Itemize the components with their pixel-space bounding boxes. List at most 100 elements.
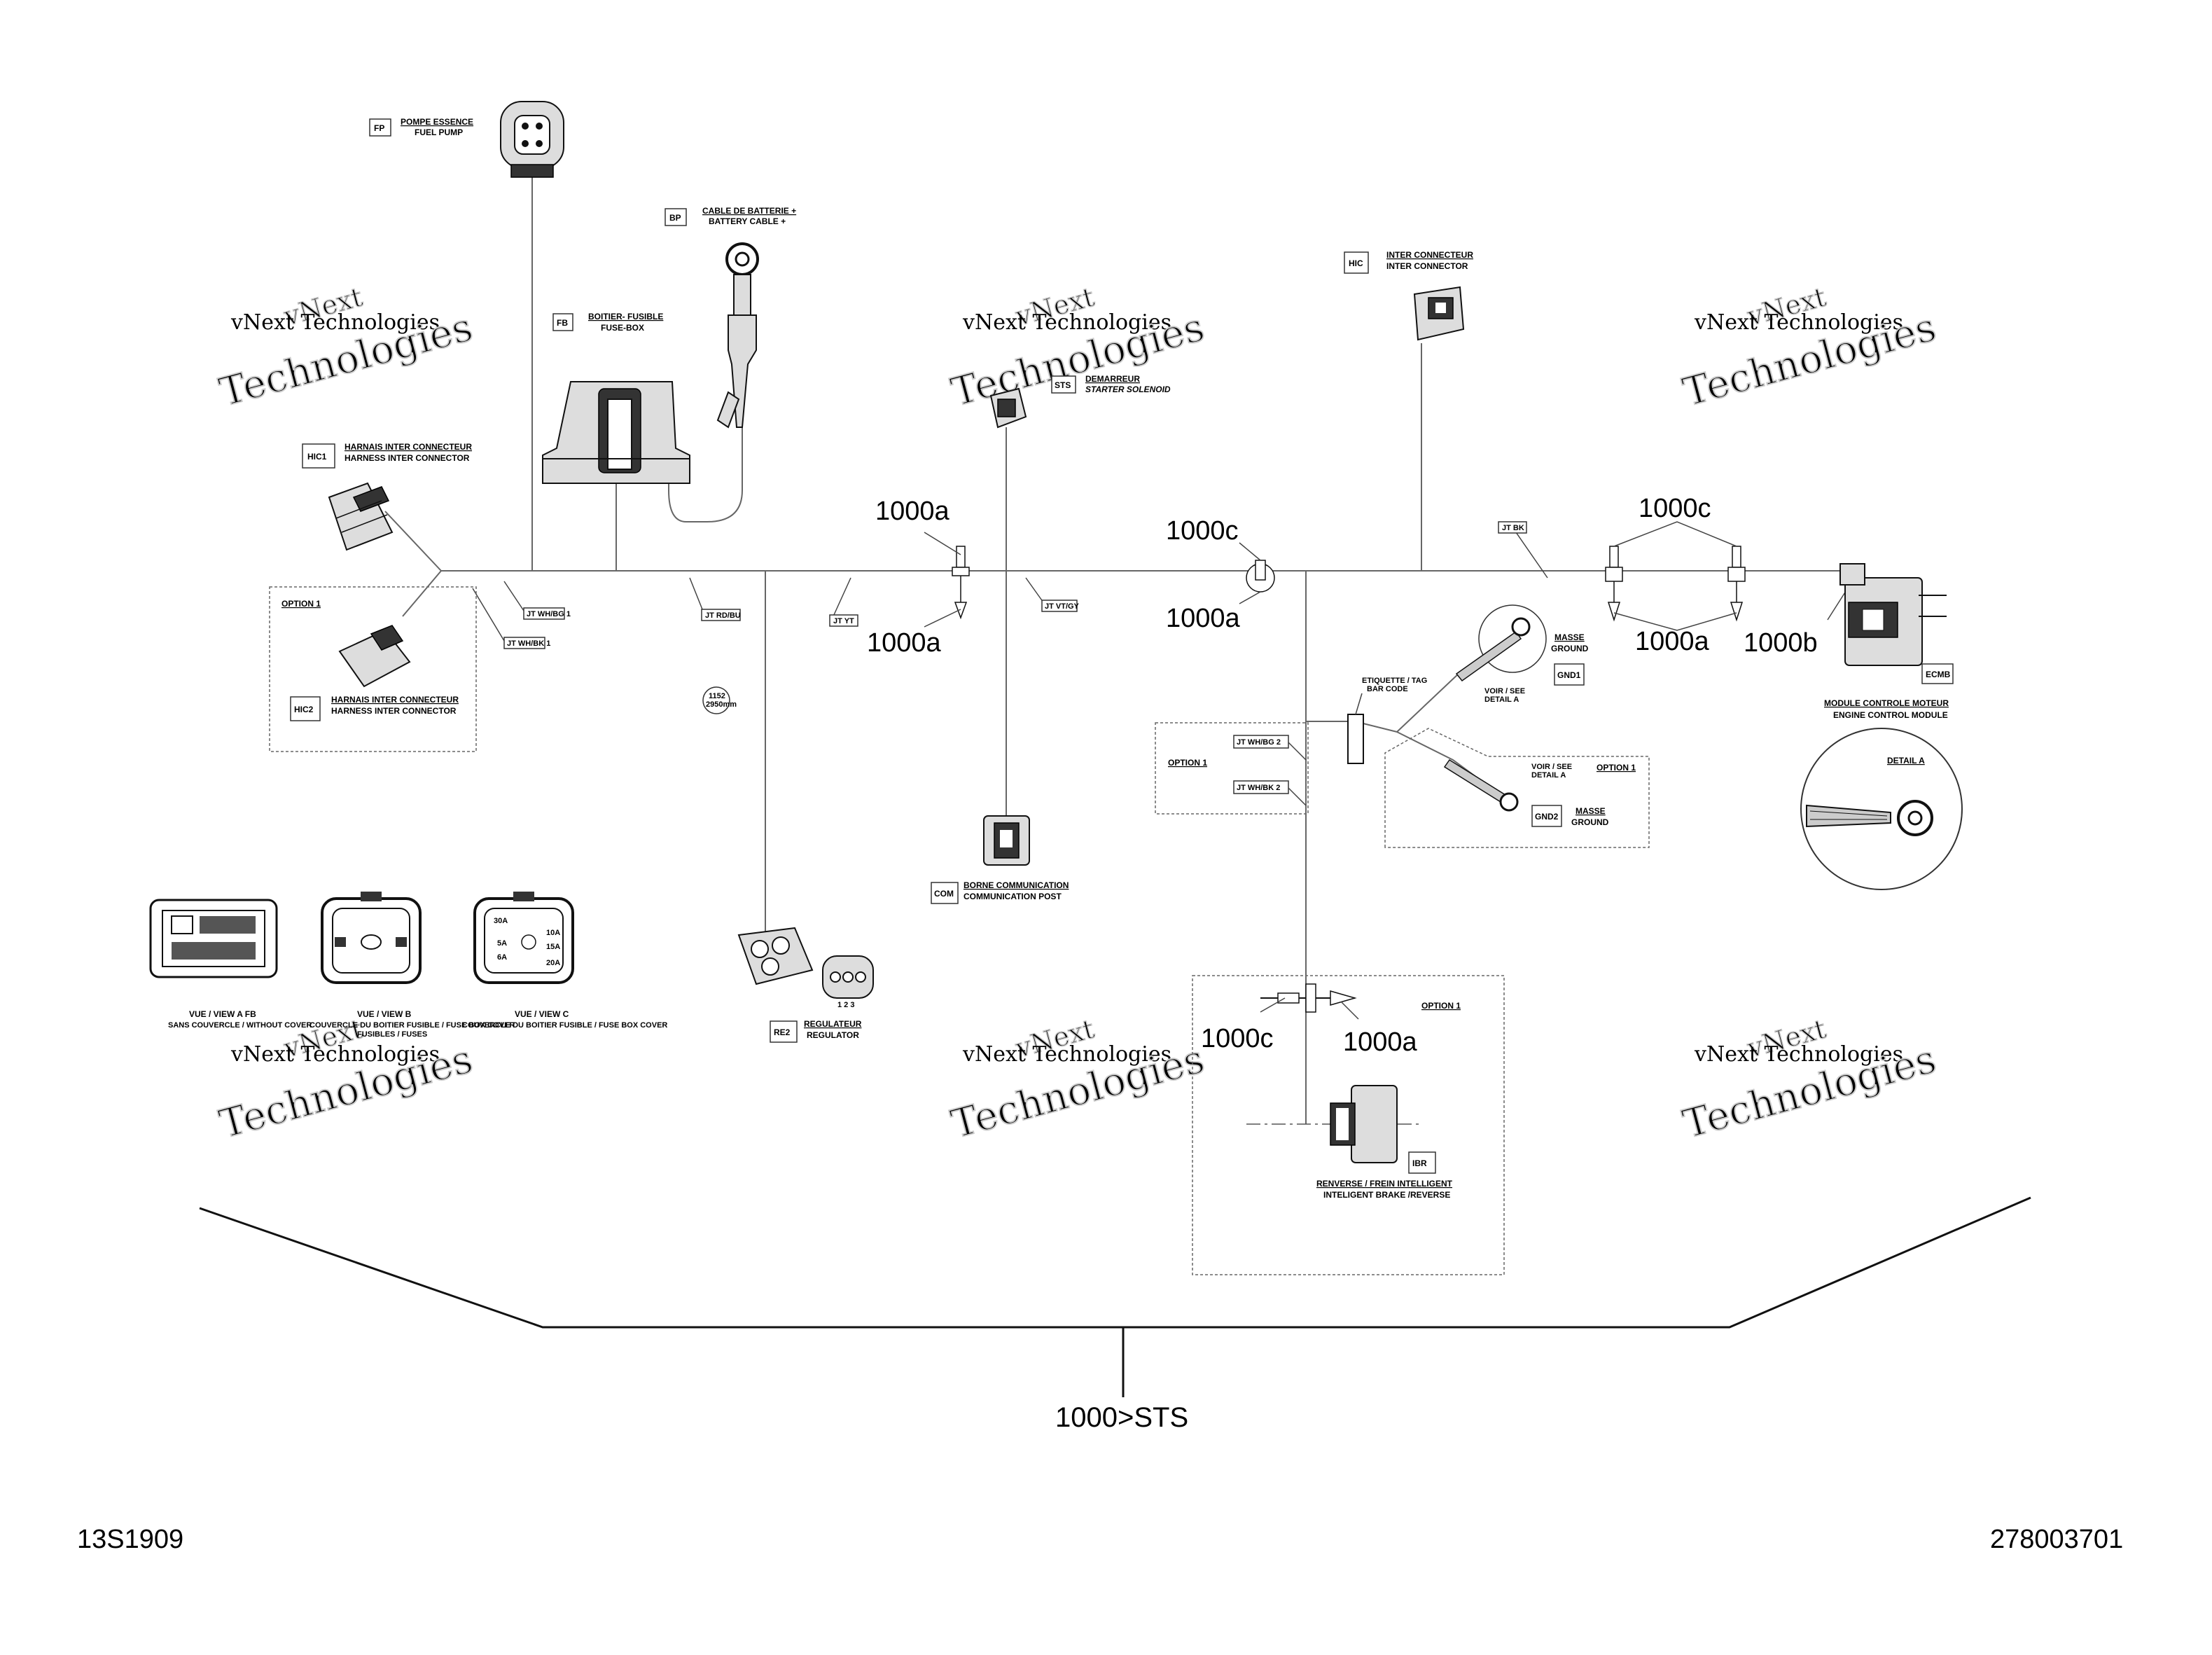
code-box-hic2 <box>290 696 321 721</box>
ibr-label-en: INTELIGENT BRAKE /REVERSE <box>1323 1190 1450 1200</box>
hic1-wire <box>384 511 442 572</box>
ecm-label-en: ENGINE CONTROL MODULE <box>1833 710 1948 720</box>
battery-cable-component: BP CABLE DE BATTERIE + BATTERY CABLE + <box>665 206 796 429</box>
hic2-wire <box>402 570 442 617</box>
code-box-hic <box>1344 251 1369 274</box>
re2-label-en: REGULATOR <box>807 1030 859 1040</box>
watermark-text: vNext Technologies <box>230 1042 440 1067</box>
view-c-title: VUE / VIEW C <box>515 1009 569 1019</box>
gnd1-code: GND1 <box>1557 670 1581 680</box>
hic1-connector-icon <box>328 482 394 551</box>
regulator-pin-numbers: 1 2 3 <box>837 1001 854 1009</box>
callout-1000c: 1000c <box>1166 516 1239 546</box>
gnd2-code: GND2 <box>1535 812 1559 822</box>
hic1-label-en: HARNESS INTER CONNECTOR <box>345 453 470 463</box>
ibr-label-fr: RENVERSE / FREIN INTELLIGENT <box>1316 1179 1453 1189</box>
code-box-re2 <box>770 1020 798 1043</box>
clamp-icon <box>952 546 970 620</box>
ibr-connector-icon <box>1330 1085 1398 1163</box>
view-a-title: VUE / VIEW A FB <box>189 1009 256 1019</box>
regulator-connector-icon <box>737 927 874 999</box>
wire-tag-label: JT VT/GY <box>1045 602 1080 611</box>
wire-tag-label: JT WH/BK 1 <box>507 639 550 648</box>
hic1-code: HIC1 <box>307 452 327 462</box>
inter-connector-component: HIC INTER CONNECTEUR INTER CONNECTOR <box>1344 250 1473 341</box>
option1-label: OPTION 1 <box>1421 1001 1461 1011</box>
gnd2-label-en: GROUND <box>1571 817 1609 827</box>
option1-middle-box: OPTION 1 JT WH/BG 2 JT WH/BK 2 <box>1155 722 1309 815</box>
view-a-icon <box>149 899 278 978</box>
option1-gnd2-frame <box>1384 728 1650 848</box>
starter-connector-icon <box>989 387 1027 429</box>
gnd1-label-fr: MASSE <box>1554 632 1585 642</box>
code-box-fp <box>369 118 391 137</box>
callout-1000c: 1000c <box>1639 494 1711 523</box>
option1-label: OPTION 1 <box>1168 758 1207 768</box>
gnd1-wire <box>1306 672 1461 733</box>
view-c-fuse-10a: 10A <box>546 929 560 937</box>
communication-post-component: COM BORNE COMMUNICATION COMMUNICATION PO… <box>931 815 1069 904</box>
fp-label-en: FUEL PUMP <box>415 127 463 137</box>
footer-part-number: 278003701 <box>1990 1525 2123 1554</box>
etiquette-label: ETIQUETTE / TAG <box>1362 677 1427 685</box>
gnd1-ring-terminal-icon <box>1455 617 1531 682</box>
wire-tags: JT WH/BG 1 JT WH/BK 1 JT RD/BU JT YT JT … <box>472 521 1548 714</box>
hic1-label-fr: HARNAIS INTER CONNECTEUR <box>345 442 472 452</box>
wire-tag-label: JT BK <box>1502 524 1524 532</box>
view-c-subtitle: COUVERCLE DU BOITIER FUSIBLE / FUSE BOX … <box>462 1021 667 1030</box>
hic2-code: HIC2 <box>294 705 314 714</box>
communication-post-icon <box>983 815 1030 866</box>
code-box-hic1 <box>302 443 335 469</box>
detail-a-title: DETAIL A <box>1887 756 1925 766</box>
view-c-fuse-15a: 15A <box>546 943 560 951</box>
gnd1-see-label: VOIR / SEE <box>1484 687 1525 695</box>
sts-code: STS <box>1055 380 1071 390</box>
fuse-box-views: VUE / VIEW A FB SANS COUVERCLE / WITHOUT… <box>149 892 667 1039</box>
option1-frame <box>269 586 477 752</box>
fp-code: FP <box>374 123 384 133</box>
ibr-code: IBR <box>1412 1158 1427 1168</box>
assembly-bracket: 1000>STS <box>199 1196 2031 1433</box>
watermark-text: vNext Technologies <box>962 310 1171 335</box>
detail-a-circle <box>1800 728 1963 890</box>
re2-label-fr: REGULATEUR <box>804 1019 862 1029</box>
gnd1-detail-label: DETAIL A <box>1484 695 1519 704</box>
callout-1000a: 1000a <box>1166 604 1241 633</box>
clamp-icon <box>1605 546 1623 622</box>
sts-label-fr: DEMARREUR <box>1085 374 1140 384</box>
watermark-text: vNext Technologies <box>230 310 440 335</box>
regulator-component: 1 2 3 RE2 REGULATEUR REGULATOR <box>737 927 874 1043</box>
fuse-box-component: FB BOITIER- FUSIBLE FUSE-BOX <box>542 312 690 484</box>
view-b-fuses: FUSIBLES / FUSES <box>357 1030 427 1039</box>
fuse-box-icon <box>542 381 690 484</box>
wire-tag-wh-bk-2 <box>1233 780 1289 794</box>
wire-tag-wh-bg-2 <box>1233 735 1289 749</box>
callout-1000a: 1000a <box>1635 627 1710 656</box>
wire-tag-bk <box>1498 521 1527 534</box>
sts-label-en: STARTER SOLENOID <box>1085 385 1171 394</box>
bp-label-en: BATTERY CABLE + <box>709 216 786 226</box>
code-box-gnd1 <box>1554 663 1585 686</box>
ecm-label-fr: MODULE CONTROLE MOTEUR <box>1824 698 1949 708</box>
view-c-fuse-20a: 20A <box>546 959 560 967</box>
clamp-icon <box>1727 546 1746 622</box>
ecm-code: ECMB <box>1926 670 1951 679</box>
wire-tag-label: JT RD/BU <box>705 611 741 620</box>
battery-cable-wire <box>668 427 743 522</box>
wire-tag-label: JT WH/BK 2 <box>1237 784 1280 792</box>
view-c-fuse-30a: 30A <box>494 917 508 925</box>
length-tag <box>702 686 730 714</box>
hic1-component: HIC1 HARNAIS INTER CONNECTEUR HARNESS IN… <box>302 442 472 551</box>
wire-tag-yt <box>829 614 858 627</box>
com-code: COM <box>934 889 954 899</box>
ibr-option-box: OPTION 1 1000c 1000a IBR RENVERSE / FREI… <box>1192 975 1505 1275</box>
ring-clamp-icon <box>1246 560 1275 593</box>
option1-frame <box>1155 722 1309 815</box>
gnd1-label-en: GROUND <box>1551 644 1589 653</box>
ground-section: ETIQUETTE / TAG BAR CODE VOIR / SEE DETA… <box>1347 604 1650 848</box>
bar-code-label: BAR CODE <box>1367 685 1408 693</box>
view-b-title: VUE / VIEW B <box>357 1009 412 1019</box>
ecm-connector-icon <box>1839 563 1947 666</box>
code-box-sts <box>1051 375 1076 394</box>
